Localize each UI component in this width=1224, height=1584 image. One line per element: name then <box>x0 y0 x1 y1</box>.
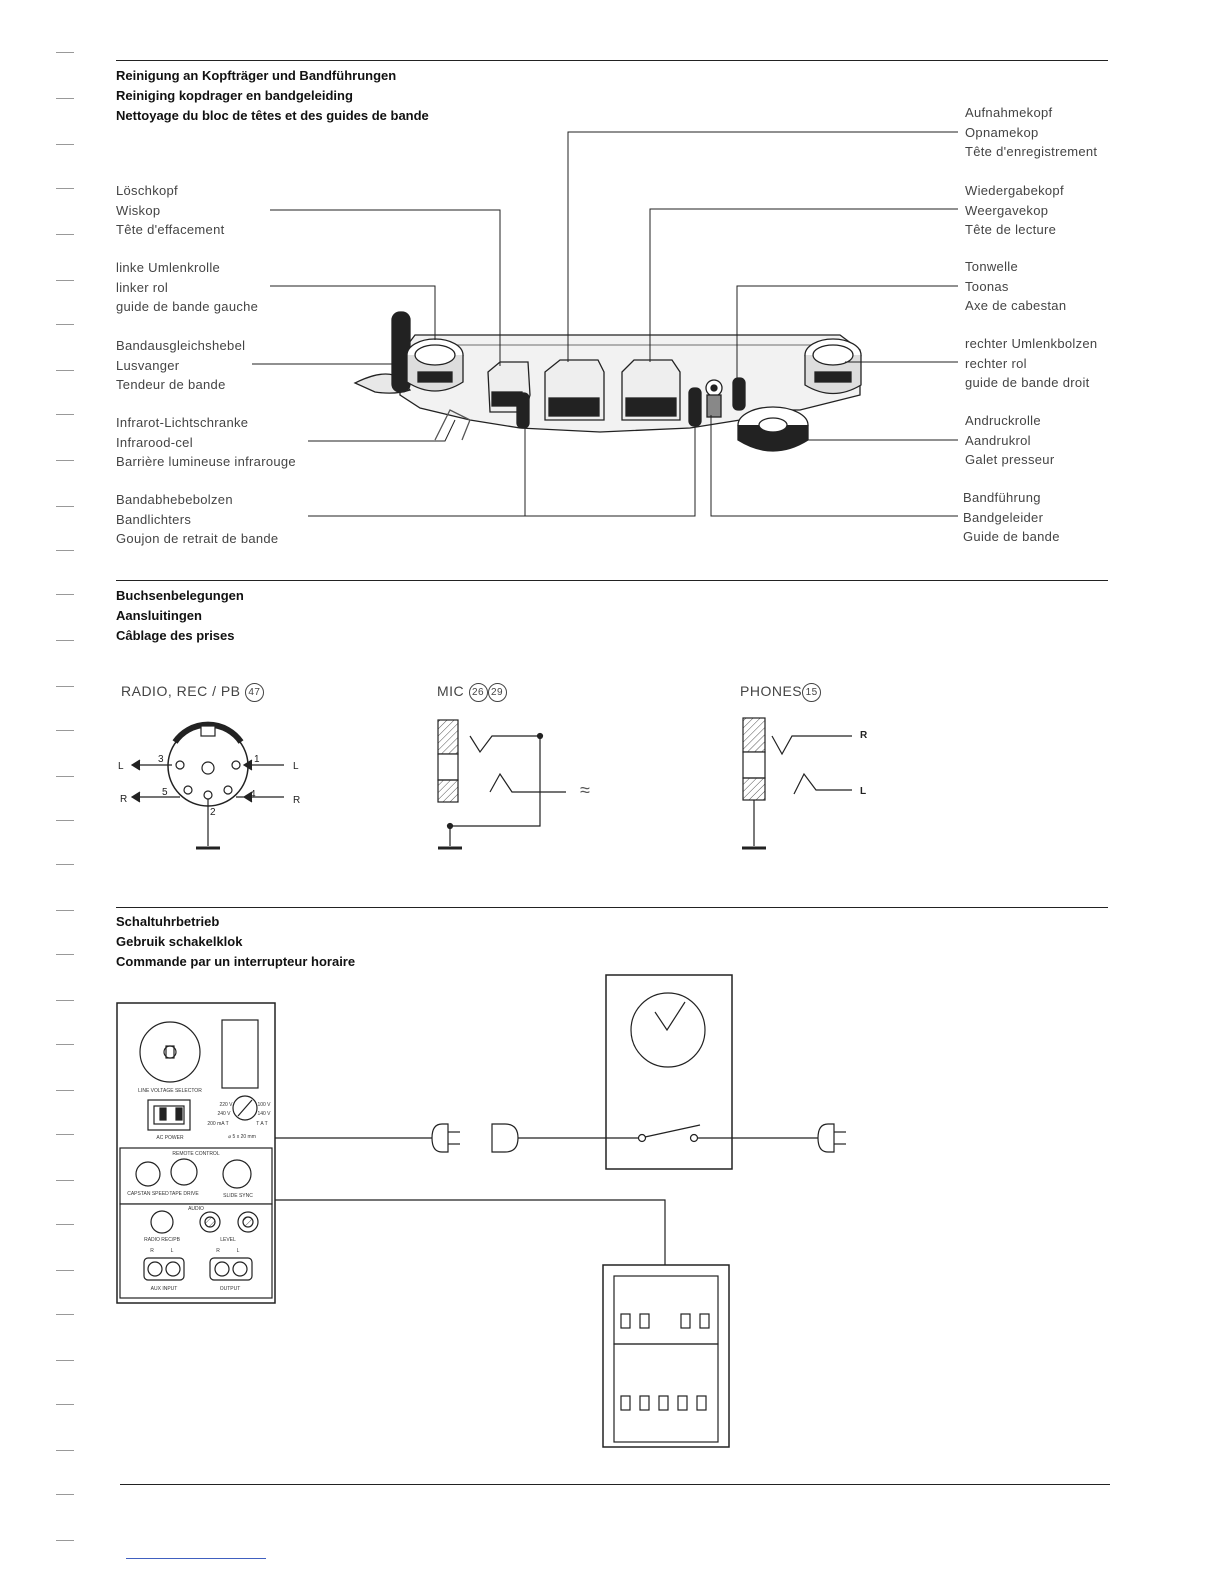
phones-ch-r: R <box>860 730 868 741</box>
radio-ch-l-left: L <box>118 761 124 772</box>
mic-tilde-symbol: ≈ <box>580 780 590 800</box>
audio-label: AUDIO <box>188 1206 204 1212</box>
ac-power-label: AC POWER <box>156 1135 184 1141</box>
sockets-title-de: Buchsenbelegungen <box>116 588 244 603</box>
svg-text:R: R <box>150 1248 154 1254</box>
rule-top <box>116 60 1108 61</box>
svg-text:140 V: 140 V <box>257 1111 271 1117</box>
remote-control-label: REMOTE CONTROL <box>172 1151 219 1157</box>
svg-text:TAPE DRIVE: TAPE DRIVE <box>169 1191 199 1197</box>
footer-link-line <box>126 1558 266 1559</box>
svg-text:L: L <box>171 1248 174 1254</box>
svg-text:R: R <box>216 1248 220 1254</box>
svg-text:240 V: 240 V <box>217 1111 231 1117</box>
phones-ch-l: L <box>860 786 866 797</box>
head-block-illustration <box>353 311 862 452</box>
cleaning-title-nl: Reiniging kopdrager en bandgeleiding <box>116 88 353 103</box>
radio-ch-r-right: R <box>293 795 300 806</box>
svg-text:CAPSTAN SPEED: CAPSTAN SPEED <box>127 1191 169 1197</box>
sockets-title-fr: Câblage des prises <box>116 628 235 643</box>
svg-text:T A T: T A T <box>256 1121 268 1127</box>
pin-1: 1 <box>254 754 260 765</box>
rule-sockets <box>116 580 1108 581</box>
voltage-selector-label: LINE VOLTAGE SELECTOR <box>138 1088 202 1094</box>
jack-labels: 3 1 5 4 2 L L R R R L <box>118 730 868 818</box>
ref-circle-15: 15 <box>802 683 822 702</box>
timer-title-de: Schaltuhrbetrieb <box>116 914 220 929</box>
jack-phones-diagram <box>742 717 852 850</box>
jack-radio-diagram <box>130 721 284 850</box>
pin-5: 5 <box>162 787 168 798</box>
sockets-title-nl: Aansluitingen <box>116 608 202 623</box>
rear-panel-text: LINE VOLTAGE SELECTOR AC POWER 220 V 100… <box>127 1088 271 1292</box>
svg-text:L: L <box>237 1248 240 1254</box>
ref-circle-29: 29 <box>487 683 507 702</box>
pin-2: 2 <box>210 807 216 818</box>
radio-ch-r-left: R <box>120 794 127 805</box>
svg-text:220 V: 220 V <box>219 1102 233 1108</box>
rear-panel <box>116 1002 276 1304</box>
power-plugs-and-wiring <box>275 974 846 1448</box>
pin-4: 4 <box>250 789 256 800</box>
cleaning-header: Reinigung an Kopfträger und Bandführunge… <box>116 66 429 126</box>
timer-title-nl: Gebruik schakelklok <box>116 934 243 949</box>
svg-text:AUX INPUT: AUX INPUT <box>151 1286 178 1292</box>
pin-3: 3 <box>158 754 164 765</box>
cleaning-title-fr: Nettoyage du bloc de têtes et des guides… <box>116 108 429 123</box>
svg-text:LEVEL: LEVEL <box>220 1237 236 1243</box>
jack-radio-title: RADIO, REC / PB 47 <box>121 683 264 702</box>
svg-text:200 mA T: 200 mA T <box>207 1121 228 1127</box>
svg-text:RADIO REC/PB: RADIO REC/PB <box>144 1237 181 1243</box>
jack-mic-diagram <box>437 719 566 850</box>
ref-circle-47: 47 <box>244 683 264 702</box>
callout-leader-lines <box>252 131 958 517</box>
timer-title-fr: Commande par un interrupteur horaire <box>116 954 356 969</box>
svg-text:100 V: 100 V <box>257 1102 271 1108</box>
svg-text:OUTPUT: OUTPUT <box>220 1286 241 1292</box>
fuse-label: ⌀ 5 x 20 mm <box>228 1134 256 1140</box>
rule-timer <box>116 907 1108 908</box>
cleaning-title-de: Reinigung an Kopfträger und Bandführunge… <box>116 68 397 83</box>
svg-text:SLIDE SYNC: SLIDE SYNC <box>223 1193 253 1199</box>
radio-ch-l-right: L <box>293 761 299 772</box>
timer-header: Schaltuhrbetrieb Gebruik schakelklok Com… <box>116 912 355 972</box>
ref-circle-26: 26 <box>468 683 488 702</box>
sockets-header: Buchsenbelegungen Aansluitingen Câblage … <box>116 586 244 646</box>
rule-bottom <box>120 1484 1110 1485</box>
